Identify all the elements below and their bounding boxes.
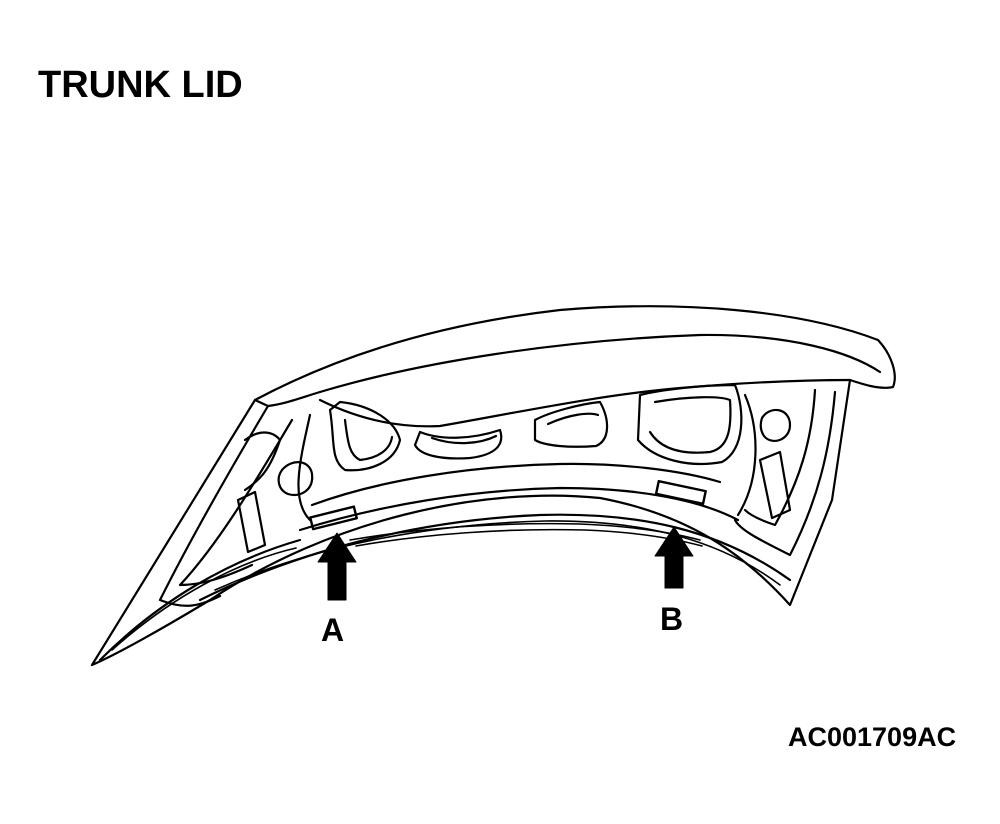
arrow-b-icon <box>654 526 694 589</box>
pocket-2-inner <box>430 434 498 445</box>
cross-member-bottom-1 <box>198 513 792 602</box>
lid-lower-sweep-2 <box>111 547 297 651</box>
figure-code: AC001709AC <box>788 722 957 752</box>
callout-label-a: A <box>321 612 345 648</box>
left-frame-rib <box>297 413 312 522</box>
lid-lower-sweep <box>98 538 302 662</box>
pocket-1-inner <box>343 418 394 462</box>
pocket-2 <box>413 428 503 460</box>
left-frame-outer <box>158 404 270 607</box>
clip-slot-b <box>654 479 707 506</box>
cross-member-seam <box>349 522 701 541</box>
callout-label-b: B <box>660 601 684 637</box>
left-frame-inner <box>178 418 294 587</box>
left-rib-2 <box>243 431 282 492</box>
right-frame-outer <box>733 390 837 557</box>
right-bracket <box>758 450 792 520</box>
right-hole <box>759 408 792 442</box>
cross-member-top <box>310 462 722 507</box>
clip-slot-a <box>309 505 358 531</box>
cross-member-seam-2 <box>355 528 703 547</box>
lid-top-edge <box>318 333 882 394</box>
diagram-title: TRUNK LID <box>38 64 243 106</box>
lid-outer-outline <box>90 305 896 667</box>
pocket-3 <box>533 400 609 448</box>
pocket-3-inner <box>546 412 600 426</box>
left-bracket <box>236 490 267 554</box>
arrow-a-icon <box>317 532 357 601</box>
left-hole <box>277 461 314 497</box>
pocket-4 <box>636 383 743 466</box>
right-rib <box>736 393 757 517</box>
pocket-4-inner <box>648 396 732 454</box>
pocket-1 <box>328 400 402 472</box>
cross-member-bottom-2 <box>214 520 781 591</box>
